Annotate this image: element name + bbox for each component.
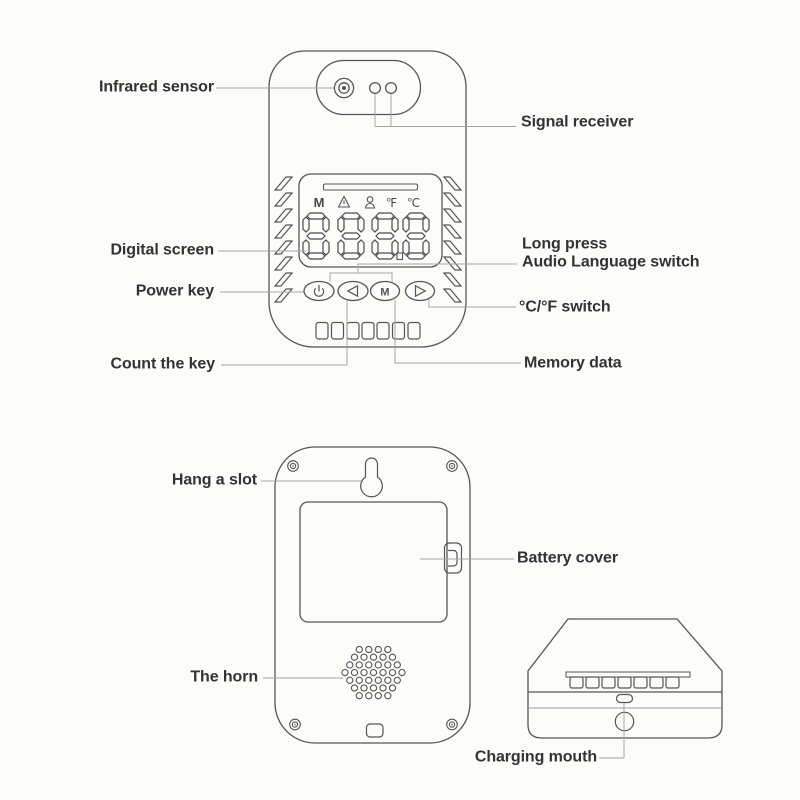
leader-long-press: [329, 263, 517, 282]
right-arrow-button: [404, 280, 436, 302]
label-long-press-line2: Audio Language switch: [522, 253, 700, 271]
label-long-press-audio-language-switch: Long press Audio Language switch: [522, 235, 700, 272]
label-battery-cover: Battery cover: [517, 549, 618, 567]
label-infrared-sensor: Infrared sensor: [99, 78, 214, 96]
label-long-press-line1: Long press: [522, 235, 608, 253]
seven-segment-display: [302, 212, 430, 261]
label-cf-switch: °C/°F switch: [519, 298, 611, 316]
label-the-horn: The horn: [190, 668, 258, 686]
fahrenheit-icon: ℉: [386, 196, 397, 210]
charging-port-slot: [615, 693, 634, 704]
leader-count-the-key: [221, 300, 348, 366]
screw-top-left: [287, 460, 299, 472]
left-arrow-icon: [346, 284, 359, 298]
leader-lines: [216, 87, 625, 759]
screw-bottom-right: [446, 718, 458, 731]
back-bottom-port: [365, 723, 384, 738]
left-vent-grille: [274, 176, 293, 303]
back-body-outline: [274, 446, 471, 744]
leader-signal-receiver: [374, 94, 516, 127]
digital-screen-drawing: M ℉ ℃: [298, 173, 443, 268]
hang-slot-keyhole: [360, 457, 383, 498]
bottom-body-outline: [527, 618, 723, 739]
battery-cover-latch: [443, 542, 463, 574]
back-view-drawing: [274, 446, 471, 744]
front-view-drawing: M ℉ ℃: [268, 50, 467, 348]
label-memory-data: Memory data: [524, 354, 622, 372]
left-arrow-button: [337, 280, 369, 302]
mode-indicator-icon: M: [314, 195, 325, 210]
front-bottom-key-row: [315, 321, 421, 340]
battery-cover-panel: [299, 501, 448, 623]
label-power-key: Power key: [135, 282, 214, 300]
label-charging-mouth: Charging mouth: [474, 748, 597, 766]
memory-button: M: [369, 280, 401, 302]
speaker-horn-grille: [341, 645, 406, 700]
label-digital-screen: Digital screen: [110, 241, 214, 259]
bottom-key-row: [569, 676, 680, 689]
memory-button-label: M: [380, 287, 389, 299]
bottom-view-drawing: [527, 618, 723, 739]
bottom-key-ledge: [565, 671, 691, 678]
power-icon: [313, 285, 325, 297]
label-count-the-key: Count the key: [110, 355, 216, 373]
person-icon: [364, 196, 376, 209]
right-vent-grille: [443, 176, 462, 303]
right-arrow-icon: [414, 284, 427, 298]
front-body-outline: [268, 50, 467, 348]
alert-triangle-icon: [337, 195, 351, 208]
power-button: [303, 280, 335, 302]
label-hang-a-slot: Hang a slot: [171, 471, 257, 489]
leader-cf-switch: [428, 299, 516, 308]
leader-charging-mouth: [599, 703, 625, 759]
leader-memory-data: [394, 300, 521, 364]
celsius-icon: ℃: [407, 196, 420, 210]
screw-top-right: [446, 460, 458, 472]
screw-bottom-left: [289, 718, 301, 731]
label-signal-receiver: Signal receiver: [521, 113, 634, 131]
signal-receiver-windows: [368, 81, 398, 95]
infrared-sensor-lens: [333, 77, 355, 99]
